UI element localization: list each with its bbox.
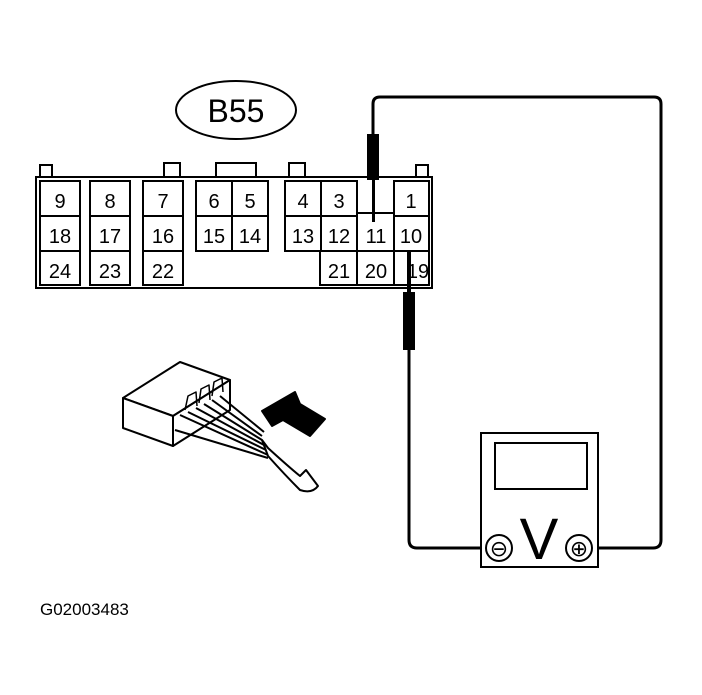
pin-20-label: 20	[365, 261, 387, 283]
positive-probe-handle	[367, 134, 379, 180]
harness-connector-illustration	[122, 361, 326, 493]
pin-11-label: 11	[366, 226, 387, 248]
pin-14-label: 14	[239, 226, 261, 248]
pin-23-label: 23	[99, 261, 121, 283]
connector-pin-labels: 9 8 7 6 5 4 3 1 18 17 16 15 14 13 12 11 …	[49, 191, 429, 283]
pin-12-label: 12	[328, 226, 350, 248]
voltmeter-display	[494, 442, 588, 490]
negative-probe-tip	[407, 252, 411, 292]
pin-8-label: 8	[104, 191, 115, 213]
pin-17-label: 17	[99, 226, 121, 248]
meter-wiring	[371, 95, 663, 550]
pin-22-label: 22	[152, 261, 174, 283]
figure-id: G02003483	[40, 600, 129, 619]
pin-7-label: 7	[157, 191, 168, 213]
pin-4-label: 4	[297, 191, 308, 213]
connector-label: B55	[208, 93, 265, 129]
voltmeter-unit: V	[520, 507, 559, 572]
pin-19-label: 19	[407, 261, 429, 283]
pin-18-label: 18	[49, 226, 71, 248]
probes	[367, 134, 415, 350]
negative-probe-handle	[403, 292, 415, 350]
connector-body	[35, 162, 433, 289]
pin-3-label: 3	[333, 191, 344, 213]
positive-terminal-icon: ⊕	[570, 536, 588, 561]
pin-24-label: 24	[49, 261, 71, 283]
connector-label-badge: B55	[175, 80, 297, 140]
voltmeter: V ⊖ ⊕	[480, 432, 599, 572]
pin-13-label: 13	[292, 226, 314, 248]
pin-9-label: 9	[54, 191, 65, 213]
pin-16-label: 16	[152, 226, 174, 248]
pin-6-label: 6	[208, 191, 219, 213]
negative-terminal-icon: ⊖	[490, 536, 508, 561]
positive-probe-tip	[372, 180, 375, 222]
pin-21-label: 21	[328, 261, 350, 283]
pin-10-label: 10	[400, 226, 422, 248]
pin-1-label: 1	[405, 191, 416, 213]
pin-15-label: 15	[203, 226, 225, 248]
back-probe-arrow-icon	[261, 391, 326, 437]
pin-5-label: 5	[244, 191, 255, 213]
